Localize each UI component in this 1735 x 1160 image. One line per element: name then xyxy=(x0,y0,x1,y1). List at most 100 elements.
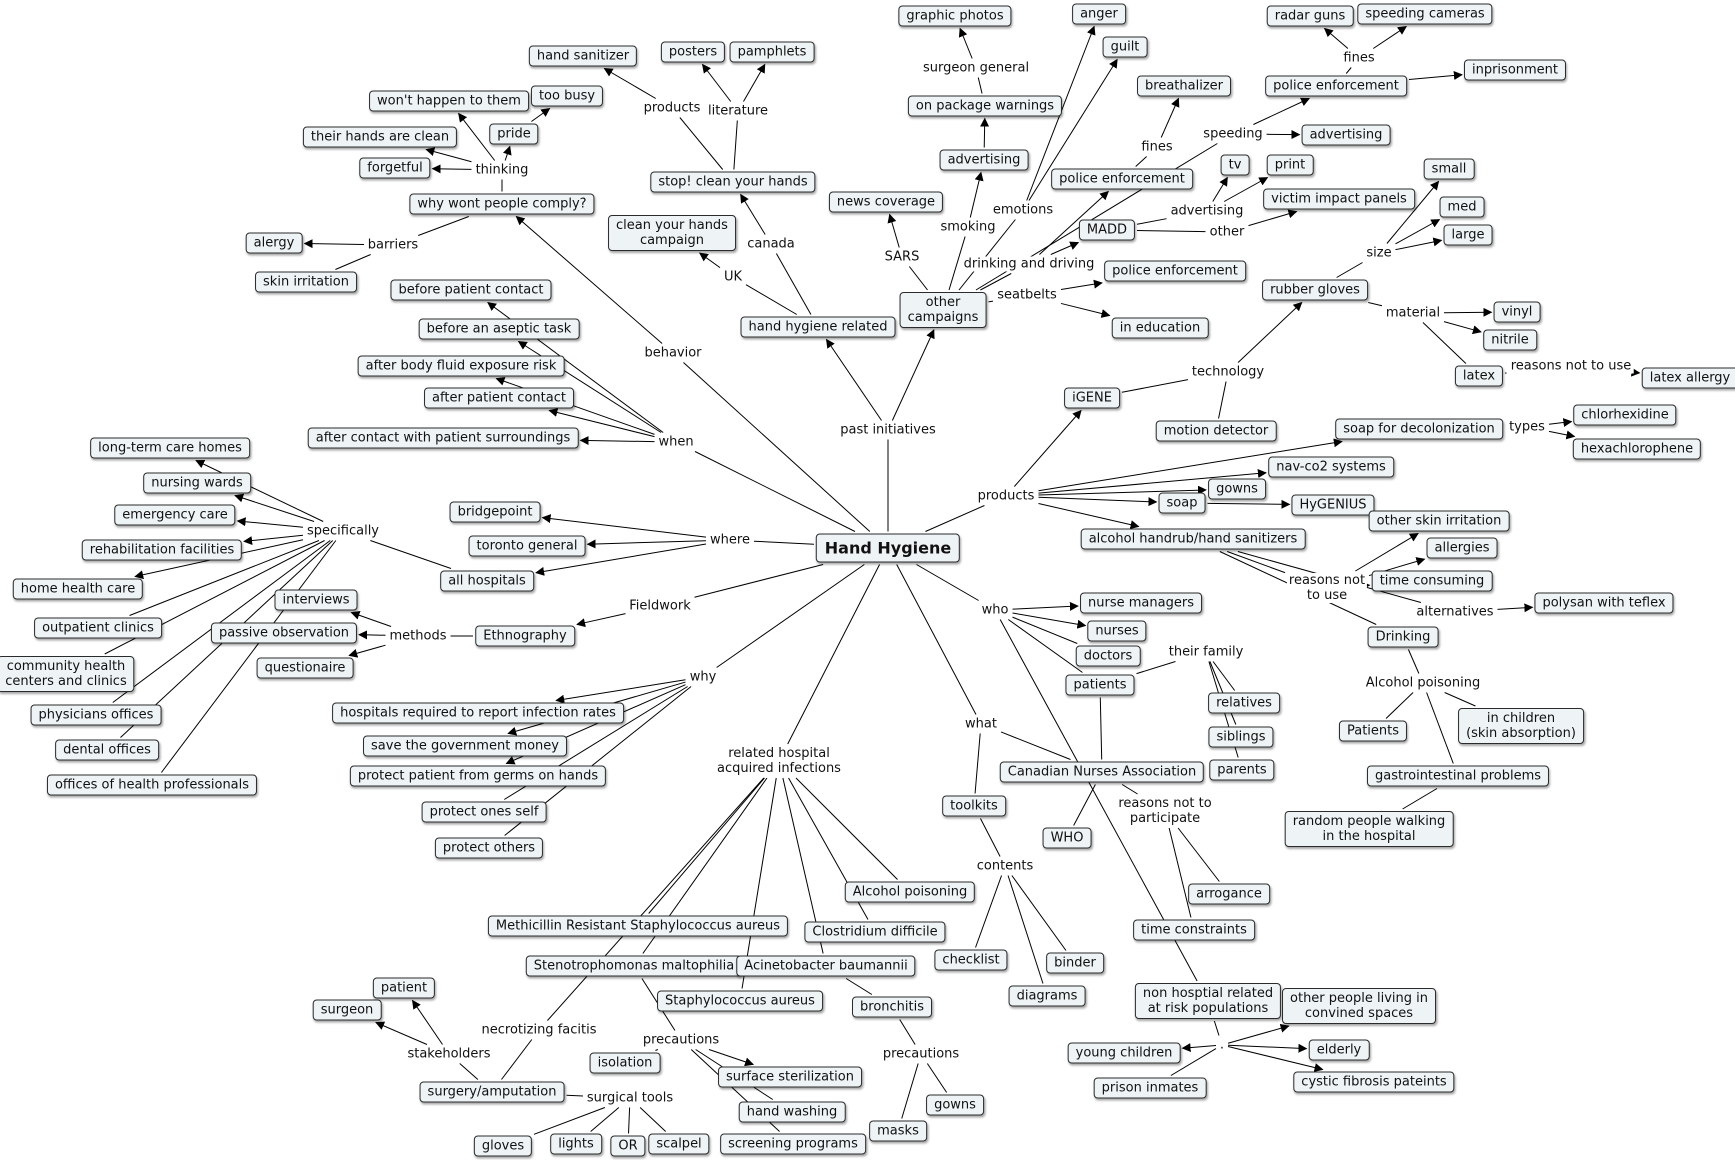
concept-police-enforcement[interactable]: police enforcement xyxy=(1104,260,1246,282)
concept-cystic-fibrosis-pateints[interactable]: cystic fibrosis pateints xyxy=(1293,1071,1455,1093)
concept-bronchitis[interactable]: bronchitis xyxy=(852,996,932,1018)
concept-latex-allergy[interactable]: latex allergy xyxy=(1641,367,1735,389)
concept-after-body-fluid-exposure-risk[interactable]: after body fluid exposure risk xyxy=(357,355,565,377)
concept-won-t-happen-to-them[interactable]: won't happen to them xyxy=(369,90,529,112)
concept-interviews[interactable]: interviews xyxy=(274,589,358,611)
concept-pride[interactable]: pride xyxy=(489,123,539,145)
concept-scalpel[interactable]: scalpel xyxy=(648,1133,710,1155)
concept-non-hosptial-related-at-risk-populations[interactable]: non hosptial related at risk populations xyxy=(1134,983,1282,1019)
concept-who[interactable]: WHO xyxy=(1042,827,1092,849)
concept-police-enforcement[interactable]: police enforcement xyxy=(1265,75,1407,97)
concept-methicillin-resistant-staphylococcus-aureus[interactable]: Methicillin Resistant Staphylococcus aur… xyxy=(487,915,789,937)
concept-toolkits[interactable]: toolkits xyxy=(942,795,1006,817)
concept-all-hospitals[interactable]: all hospitals xyxy=(440,570,534,592)
concept-or[interactable]: OR xyxy=(610,1135,646,1157)
concept-on-package-warnings[interactable]: on package warnings xyxy=(907,95,1063,117)
concept-hexachlorophene[interactable]: hexachlorophene xyxy=(1572,438,1702,460)
concept-alcohol-handrub-hand-sanitizers[interactable]: alcohol handrub/hand sanitizers xyxy=(1080,528,1306,550)
concept-patient[interactable]: patient xyxy=(372,977,436,999)
concept-allergies[interactable]: allergies xyxy=(1426,537,1498,559)
concept-alcohol-poisoning[interactable]: Alcohol poisoning xyxy=(844,881,976,903)
concept-parents[interactable]: parents xyxy=(1209,759,1275,781)
concept-nav-co2-systems[interactable]: nav-co2 systems xyxy=(1268,456,1394,478)
concept-too-busy[interactable]: too busy xyxy=(530,85,604,107)
concept-canadian-nurses-association[interactable]: Canadian Nurses Association xyxy=(999,761,1205,783)
concept-chlorhexidine[interactable]: chlorhexidine xyxy=(1573,404,1677,426)
concept-hand-washing[interactable]: hand washing xyxy=(738,1101,846,1123)
concept-screening-programs[interactable]: screening programs xyxy=(720,1133,866,1155)
concept-gastrointestinal-problems[interactable]: gastrointestinal problems xyxy=(1366,765,1550,787)
concept-surgery-amputation[interactable]: surgery/amputation xyxy=(419,1081,565,1103)
concept-patients[interactable]: Patients xyxy=(1338,720,1408,742)
concept-clostridium-difficile[interactable]: Clostridium difficile xyxy=(804,921,946,943)
concept-radar-guns[interactable]: radar guns xyxy=(1266,5,1354,27)
concept-ethnography[interactable]: Ethnography xyxy=(475,625,575,647)
concept-news-coverage[interactable]: news coverage xyxy=(828,191,944,213)
concept-why-wont-people-comply[interactable]: why wont people comply? xyxy=(409,193,595,215)
concept-print[interactable]: print xyxy=(1266,154,1314,176)
concept-bridgepoint[interactable]: bridgepoint xyxy=(449,501,541,523)
concept-hand-sanitizer[interactable]: hand sanitizer xyxy=(528,45,638,67)
concept-offices-of-health-professionals[interactable]: offices of health professionals xyxy=(46,774,258,796)
concept-time-consuming[interactable]: time consuming xyxy=(1371,570,1493,592)
concept-forgetful[interactable]: forgetful xyxy=(359,157,431,179)
concept-surface-sterilization[interactable]: surface sterilization xyxy=(718,1066,862,1088)
concept-in-children-skin-absorption[interactable]: in children (skin absorption) xyxy=(1458,708,1584,744)
concept-before-an-aseptic-task[interactable]: before an aseptic task xyxy=(418,318,580,340)
concept-elderly[interactable]: elderly xyxy=(1308,1039,1370,1061)
concept-gowns[interactable]: gowns xyxy=(926,1094,984,1116)
concept-their-hands-are-clean[interactable]: their hands are clean xyxy=(302,126,458,148)
concept-passive-observation[interactable]: passive observation xyxy=(210,622,358,644)
concept-emergency-care[interactable]: emergency care xyxy=(114,504,236,526)
concept-other-campaigns[interactable]: other campaigns xyxy=(899,292,987,328)
concept-physicians-offices[interactable]: physicians offices xyxy=(30,704,162,726)
concept-save-the-government-money[interactable]: save the government money xyxy=(363,735,567,757)
concept-soap-for-decolonization[interactable]: soap for decolonization xyxy=(1335,418,1503,440)
concept-hygenius[interactable]: HyGENIUS xyxy=(1291,494,1375,516)
central-concept-hand-hygiene[interactable]: Hand Hygiene xyxy=(815,533,961,563)
concept-alergy[interactable]: alergy xyxy=(245,232,303,254)
concept-acinetobacter-baumannii[interactable]: Acinetobacter baumannii xyxy=(736,955,916,977)
concept-dental-offices[interactable]: dental offices xyxy=(55,739,159,761)
concept-skin-irritation[interactable]: skin irritation xyxy=(255,271,357,293)
concept-anger[interactable]: anger xyxy=(1072,3,1126,25)
concept-home-health-care[interactable]: home health care xyxy=(12,578,144,600)
concept-victim-impact-panels[interactable]: victim impact panels xyxy=(1263,188,1415,210)
concept-vinyl[interactable]: vinyl xyxy=(1493,301,1541,323)
concept-advertising[interactable]: advertising xyxy=(1301,124,1391,146)
concept-protect-patient-from-germs-on-hands[interactable]: protect patient from germs on hands xyxy=(349,765,607,787)
concept-lights[interactable]: lights xyxy=(550,1133,602,1155)
concept-doctors[interactable]: doctors xyxy=(1075,645,1141,667)
concept-staphylococcus-aureus[interactable]: Staphylococcus aureus xyxy=(657,990,823,1012)
concept-speeding-cameras[interactable]: speeding cameras xyxy=(1357,3,1493,25)
concept-nursing-wards[interactable]: nursing wards xyxy=(143,472,251,494)
concept-other-people-living-in-convined-spaces[interactable]: other people living in convined spaces xyxy=(1282,988,1436,1024)
concept-masks[interactable]: masks xyxy=(869,1120,927,1142)
concept-binder[interactable]: binder xyxy=(1046,952,1104,974)
concept-other-skin-irritation[interactable]: other skin irritation xyxy=(1368,510,1510,532)
concept-isolation[interactable]: isolation xyxy=(589,1052,661,1074)
concept-young-children[interactable]: young children xyxy=(1067,1042,1181,1064)
concept-pamphlets[interactable]: pamphlets xyxy=(729,41,815,63)
concept-diagrams[interactable]: diagrams xyxy=(1008,985,1086,1007)
concept-patients[interactable]: patients xyxy=(1065,674,1135,696)
concept-siblings[interactable]: siblings xyxy=(1208,726,1274,748)
concept-protect-others[interactable]: protect others xyxy=(434,837,544,859)
concept-hand-hygiene-related[interactable]: hand hygiene related xyxy=(740,316,896,338)
concept-breathalizer[interactable]: breathalizer xyxy=(1137,75,1231,97)
concept-drinking[interactable]: Drinking xyxy=(1367,626,1439,648)
concept-nurse-managers[interactable]: nurse managers xyxy=(1080,592,1202,614)
concept-surgeon[interactable]: surgeon xyxy=(312,999,382,1021)
concept-random-people-walking-in-the-hospital[interactable]: random people walking in the hospital xyxy=(1284,811,1454,847)
concept-stop-clean-your-hands[interactable]: stop! clean your hands xyxy=(650,171,816,193)
concept-before-patient-contact[interactable]: before patient contact xyxy=(390,279,552,301)
concept-large[interactable]: large xyxy=(1443,224,1493,246)
concept-in-education[interactable]: in education xyxy=(1111,317,1209,339)
concept-long-term-care-homes[interactable]: long-term care homes xyxy=(90,437,250,459)
concept-community-health-centers-and-clinics[interactable]: community health centers and clinics xyxy=(0,656,135,692)
concept-tv[interactable]: tv xyxy=(1220,154,1250,176)
concept-rehabilitation-facilities[interactable]: rehabilitation facilities xyxy=(81,539,243,561)
concept-nurses[interactable]: nurses xyxy=(1087,620,1147,642)
concept-soap[interactable]: soap xyxy=(1158,492,1206,514)
concept-time-constraints[interactable]: time constraints xyxy=(1133,919,1255,941)
